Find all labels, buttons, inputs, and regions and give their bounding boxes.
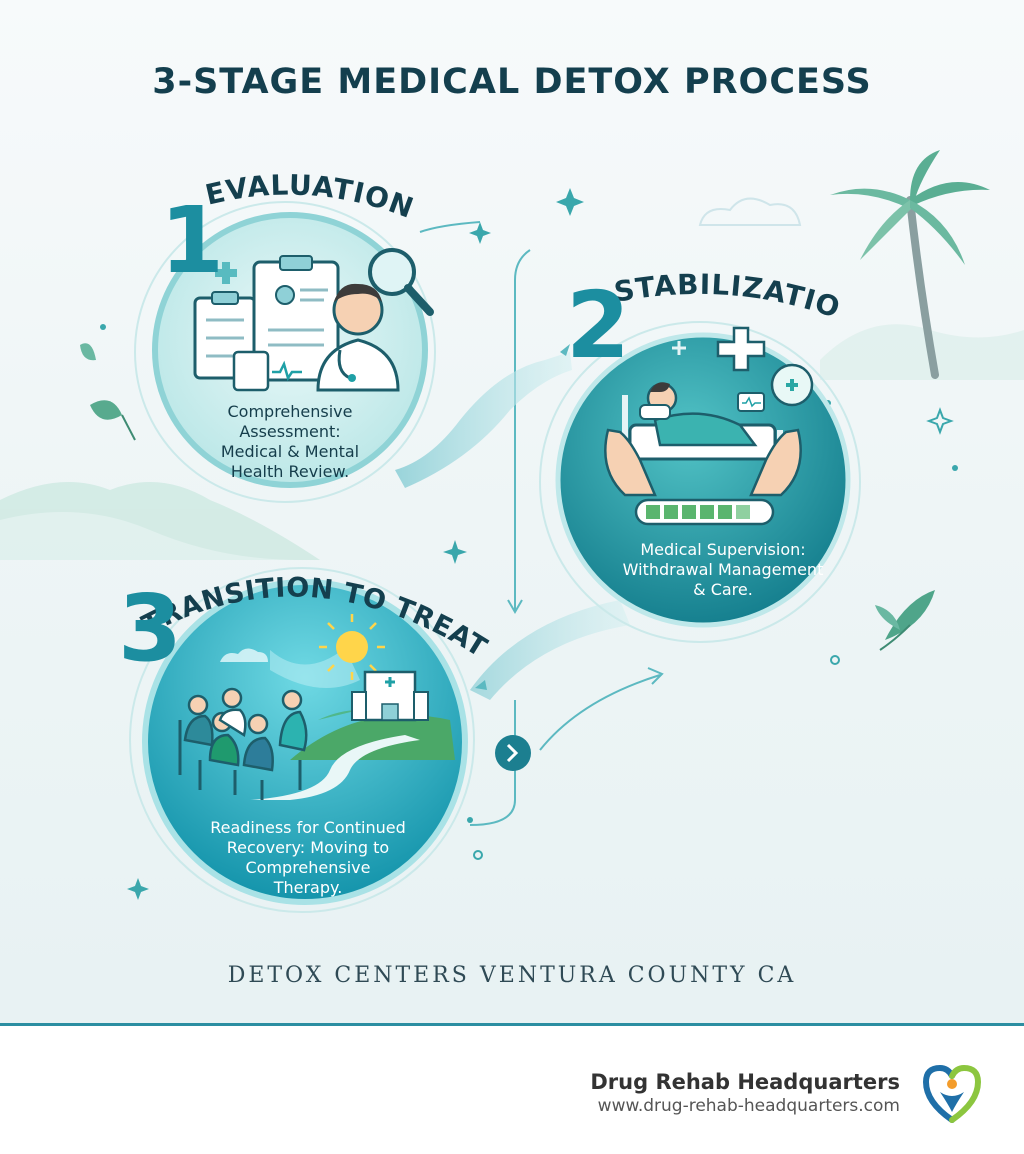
- stage-3-halo: [129, 567, 475, 913]
- scene-hills: [290, 715, 455, 760]
- flow-ribbon: [395, 352, 572, 488]
- heart-person-logo-icon: [922, 1064, 982, 1123]
- stage-1-description: Comprehensive Assessment: Medical & Ment…: [200, 402, 380, 482]
- hospital-building-icon: [351, 670, 429, 722]
- brand-url[interactable]: www.drug-rehab-headquarters.com: [597, 1096, 900, 1116]
- palm-tree-icon: [830, 150, 990, 379]
- hills-right: [820, 324, 1024, 380]
- sun-icon: [319, 614, 385, 680]
- stage-3-description: Readiness for Continued Recovery: Moving…: [178, 818, 438, 898]
- stage-1-halo: [134, 201, 436, 503]
- description-line: Assessment:: [239, 422, 341, 441]
- stage-2-description: Medical Supervision: Withdrawal Manageme…: [598, 540, 848, 600]
- scene-road: [250, 735, 420, 800]
- stage-3-number: 3: [118, 575, 183, 682]
- caring-hands-icon: [604, 428, 802, 497]
- group-therapy-icon: [178, 687, 308, 800]
- progress-bar-icon: [634, 498, 775, 526]
- description-line: Therapy.: [273, 878, 343, 897]
- stage-2-circle: [555, 332, 851, 628]
- stage-2-name: STABILIZATION: [0, 0, 845, 325]
- cloud-decoration: [220, 648, 268, 662]
- stage-1-number: 1: [160, 187, 225, 294]
- flow-ribbon: [470, 600, 630, 700]
- footer-divider: [0, 1023, 1024, 1026]
- magnifier-icon: [368, 248, 434, 316]
- stage-2-number: 2: [566, 272, 631, 379]
- hills-left: [0, 482, 320, 560]
- clipboard-icon: [193, 255, 340, 392]
- leaf-icon: [80, 343, 136, 441]
- cloud-decoration: [698, 197, 802, 226]
- medical-cross-icon: [215, 262, 237, 284]
- medical-cross-icon: [672, 326, 814, 407]
- description-line: & Care.: [693, 580, 753, 599]
- description-line: Medical & Mental: [220, 442, 360, 461]
- brand-name: Drug Rehab Headquarters: [590, 1070, 900, 1094]
- scene-sky: [270, 648, 360, 688]
- leaf-icon: [875, 590, 935, 651]
- description-line: Health Review.: [230, 462, 350, 481]
- location-caption: DETOX CENTERS VENTURA COUNTY CA: [227, 963, 797, 988]
- stage-2-halo: [539, 321, 861, 643]
- description-line: Withdrawal Management: [622, 560, 824, 579]
- description-line: Medical Supervision:: [640, 540, 806, 559]
- footer-brand-bar: Drug Rehab Headquarters www.drug-rehab-h…: [0, 1026, 1024, 1154]
- next-arrow-icon: [495, 735, 531, 771]
- description-line: Readiness for Continued: [210, 818, 406, 837]
- description-line: Comprehensive: [245, 858, 371, 877]
- doctor-icon: [316, 283, 400, 392]
- description-line: Comprehensive: [227, 402, 353, 421]
- flow-paths: [419, 221, 664, 826]
- description-line: Recovery: Moving to: [226, 838, 390, 857]
- sparkle-icon: [100, 188, 958, 900]
- page-title: 3-STAGE MEDICAL DETOX PROCESS: [152, 62, 872, 102]
